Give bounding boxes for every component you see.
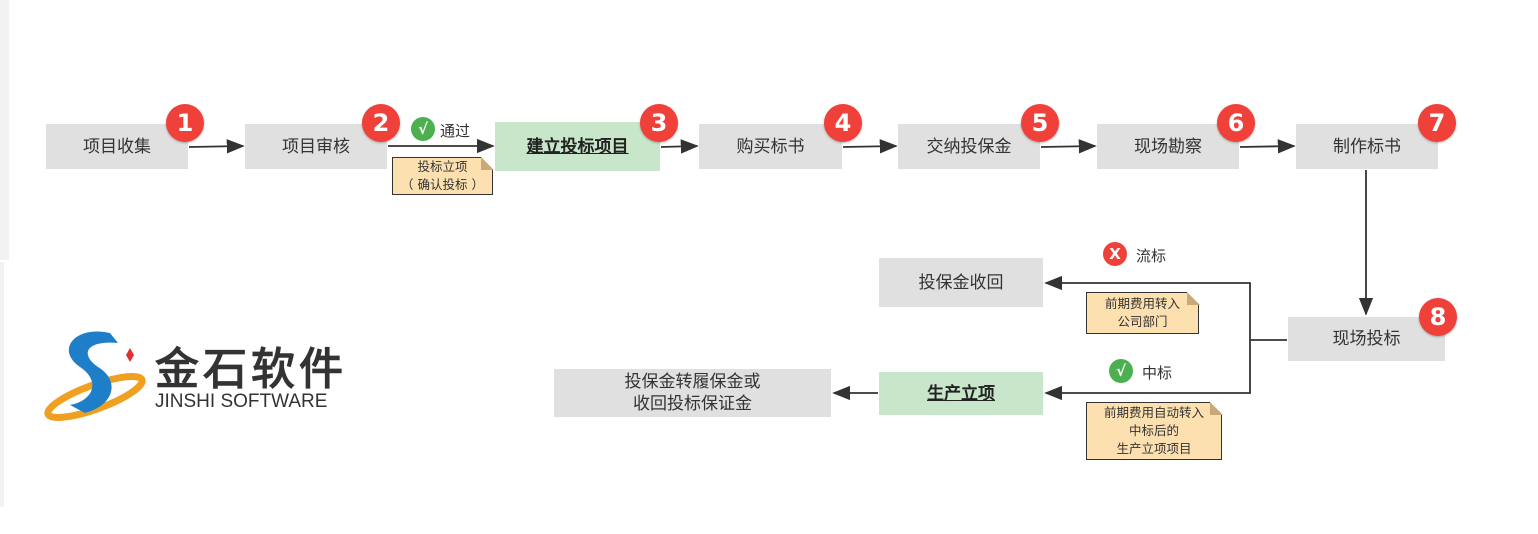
- left-edge-strip: [0, 262, 4, 507]
- note-text: 生产立项项目: [1116, 441, 1192, 456]
- step-make-docs[interactable]: 制作标书: [1296, 124, 1438, 169]
- left-edge-strip: [0, 0, 9, 260]
- step-label: 现场投标: [1332, 329, 1401, 349]
- check-icon: √: [1109, 359, 1133, 383]
- arrow-3-4: [660, 139, 699, 154]
- company-logo: 金石软件 JINSHI SOFTWARE: [40, 325, 370, 425]
- arrow-5-6: [1040, 139, 1097, 154]
- step-badge-5: 5: [1021, 104, 1059, 142]
- note-text: （ 确认投标 ）: [401, 177, 484, 192]
- step-onsite-bid[interactable]: 现场投标: [1288, 317, 1445, 361]
- arrow-4-5: [842, 139, 898, 154]
- outcome-convert[interactable]: 投保金转履保金或 收回投标保证金: [554, 369, 831, 417]
- logo-text-cn: 金石软件: [155, 344, 347, 395]
- step-label: 现场勘察: [1134, 136, 1202, 157]
- outcome-production[interactable]: 生产立项: [879, 372, 1043, 415]
- step-badge-6: 6: [1217, 104, 1255, 142]
- note-text: 前期费用转入: [1104, 296, 1180, 311]
- note-win: 前期费用自动转入 中标后的 生产立项项目: [1086, 401, 1223, 460]
- step-site-survey[interactable]: 现场勘察: [1097, 124, 1239, 169]
- step-label: 购买标书: [736, 136, 805, 157]
- outcome-label: 收回投标保证金: [633, 394, 752, 414]
- arrow-win: [1044, 340, 1251, 401]
- note-text: 前期费用自动转入: [1103, 405, 1204, 420]
- note-text: 公司部门: [1117, 314, 1168, 329]
- outcome-label: 投保金转履保金或: [624, 372, 761, 392]
- outcome-refund[interactable]: 投保金收回: [879, 258, 1043, 307]
- arrow-1-2: [188, 139, 245, 154]
- condition-win: 中标: [1142, 364, 1173, 382]
- step-collect[interactable]: 项目收集: [46, 124, 188, 169]
- outcome-label: 生产立项: [927, 383, 995, 404]
- step-create-bid[interactable]: 建立投标项目: [495, 122, 660, 171]
- step-badge-1: 1: [166, 104, 204, 142]
- note-fail: 前期费用转入 公司部门: [1086, 291, 1200, 334]
- step-pay-deposit[interactable]: 交纳投保金: [898, 124, 1040, 169]
- logo-text-en: JINSHI SOFTWARE: [155, 391, 328, 412]
- x-icon: X: [1103, 242, 1127, 266]
- step-label: 制作标书: [1333, 136, 1401, 157]
- condition-fail: 流标: [1136, 247, 1167, 265]
- step-badge-3: 3: [640, 104, 678, 142]
- condition-pass: 通过: [440, 122, 471, 140]
- step-label: 项目收集: [83, 136, 151, 157]
- arrow-6-7: [1239, 139, 1296, 154]
- step-buy-docs[interactable]: 购买标书: [699, 124, 842, 169]
- step-badge-8: 8: [1419, 298, 1457, 336]
- arrow-fail: [1044, 275, 1251, 340]
- step-badge-2: 2: [362, 104, 400, 142]
- logo-s-icon: [44, 331, 146, 421]
- outcome-label: 投保金收回: [918, 272, 1004, 293]
- step-label: 交纳投保金: [926, 136, 1012, 157]
- note-text: 中标后的: [1128, 423, 1179, 438]
- step-label: 建立投标项目: [526, 136, 629, 157]
- note-text: 投标立项: [417, 159, 468, 174]
- note-approve: 投标立项 （ 确认投标 ）: [392, 156, 494, 195]
- step-badge-7: 7: [1418, 104, 1456, 142]
- step-badge-4: 4: [824, 104, 862, 142]
- step-label: 项目审核: [282, 136, 350, 157]
- check-icon: √: [411, 117, 435, 141]
